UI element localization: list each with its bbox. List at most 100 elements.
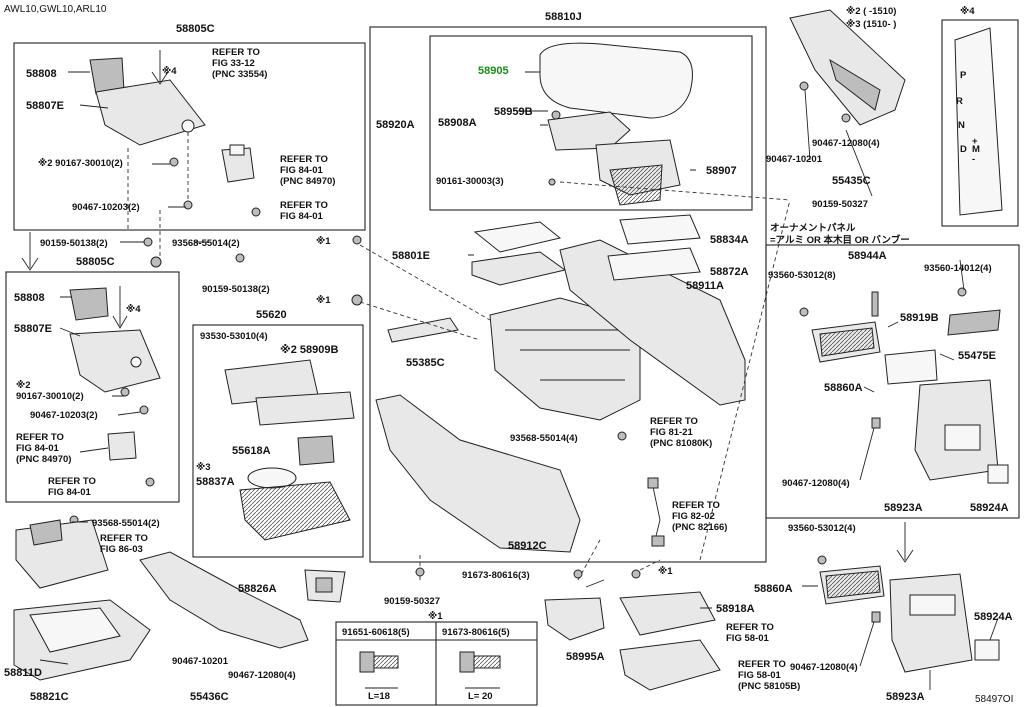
refer-82-02-l3[interactable]: (PNC 82166)	[672, 522, 727, 533]
label-55618A[interactable]: 55618A	[232, 445, 271, 457]
shift-letter-d: D	[960, 144, 967, 155]
label-90467-10203-upper[interactable]: 90467-10203(2)	[72, 202, 140, 213]
label-90167-lower[interactable]: 90167-30010(2)	[16, 391, 84, 402]
label-58860A-lower[interactable]: 58860A	[754, 583, 793, 595]
refer-58-01-pnc-l1[interactable]: REFER TO	[738, 659, 786, 670]
label-58920A[interactable]: 58920A	[376, 119, 415, 131]
label-58919B[interactable]: 58919B	[900, 312, 939, 324]
label-58826A[interactable]: 58826A	[238, 583, 277, 595]
label-58944A[interactable]: 58944A	[848, 250, 887, 262]
label-58909B[interactable]: ※2 58909B	[280, 344, 338, 356]
label-90161-30003[interactable]: 90161-30003(3)	[436, 176, 504, 187]
label-58912C[interactable]: 58912C	[508, 540, 547, 552]
label-90159-50138-a[interactable]: 90159-50138(2)	[40, 238, 108, 249]
label-90467-12080-b[interactable]: 90467-12080(4)	[812, 138, 880, 149]
refer-84-01-pnc-a-l3[interactable]: (PNC 84970)	[280, 176, 335, 187]
refer-81-21-l1[interactable]: REFER TO	[650, 416, 698, 427]
label-58805C-lower[interactable]: 58805C	[76, 256, 115, 268]
label-58995A[interactable]: 58995A	[566, 651, 605, 663]
label-55475E[interactable]: 55475E	[958, 350, 996, 362]
table-len-20: L= 20	[468, 691, 493, 702]
label-58924A-lower[interactable]: 58924A	[974, 611, 1013, 623]
label-58821C[interactable]: 58821C	[30, 691, 69, 703]
label-58918A[interactable]: 58918A	[716, 603, 755, 615]
refer-81-21-l3[interactable]: (PNC 81080K)	[650, 438, 712, 449]
refer-84-01-a-l1[interactable]: REFER TO	[280, 200, 328, 211]
label-93568-55014-4[interactable]: 93568-55014(4)	[510, 433, 578, 444]
refer-84-01-pnc-a-l2[interactable]: FIG 84-01	[280, 165, 323, 176]
part-console-body	[489, 297, 641, 421]
label-58808-upper[interactable]: 58808	[26, 68, 57, 80]
refer-86-03-l1[interactable]: REFER TO	[100, 533, 148, 544]
label-90159-50327-b[interactable]: 90159-50327	[384, 596, 440, 607]
label-58908A[interactable]: 58908A	[438, 117, 477, 129]
refer-84-01-pnc-b-l3[interactable]: (PNC 84970)	[16, 454, 71, 465]
label-58905-highlight[interactable]: 58905	[478, 65, 509, 77]
label-90159-50138-b[interactable]: 90159-50138(2)	[202, 284, 270, 295]
label-90467-10201-b[interactable]: 90467-10201	[766, 154, 823, 165]
table-col-91673[interactable]: 91673-80616(5)	[442, 627, 510, 638]
label-58924A-upper[interactable]: 58924A	[970, 502, 1009, 514]
label-90159-50327-a[interactable]: 90159-50327	[812, 199, 868, 210]
label-58923A-lower[interactable]: 58923A	[886, 691, 925, 703]
refer-81-21-l2[interactable]: FIG 81-21	[650, 427, 693, 438]
refer-58-01-l2[interactable]: FIG 58-01	[726, 633, 769, 644]
label-58837A[interactable]: 58837A	[196, 476, 235, 488]
refer-58-01-pnc-l3[interactable]: (PNC 58105B)	[738, 681, 800, 692]
refer-84-01-a-l2[interactable]: FIG 84-01	[280, 211, 323, 222]
label-58959B[interactable]: 58959B	[494, 106, 533, 118]
ornament-material-jp: =アルミ OR 本木目 OR バンブー	[770, 234, 910, 246]
label-90467-12080-c[interactable]: 90467-12080(4)	[782, 478, 850, 489]
label-55435C[interactable]: 55435C	[832, 175, 871, 187]
label-58808-lower[interactable]: 58808	[14, 292, 45, 304]
label-90467-10203-lower[interactable]: 90467-10203(2)	[30, 410, 98, 421]
refer-84-01-b-l2[interactable]: FIG 84-01	[48, 487, 91, 498]
part-58924A-upper	[987, 464, 1009, 484]
refer-84-01-pnc-a-l1[interactable]: REFER TO	[280, 154, 328, 165]
label-55385C[interactable]: 55385C	[406, 357, 445, 369]
label-58907[interactable]: 58907	[706, 165, 737, 177]
label-58811D[interactable]: 58811D	[4, 667, 42, 679]
shift-bezel-lower	[69, 329, 161, 393]
label-55620[interactable]: 55620	[256, 309, 287, 321]
label-90167-upper[interactable]: ※2 90167-30010(2)	[38, 158, 123, 169]
refer-82-02-l2[interactable]: FIG 82-02	[672, 511, 715, 522]
label-93560-53012-8[interactable]: 93560-53012(8)	[768, 270, 836, 281]
label-55436C[interactable]: 55436C	[190, 691, 229, 703]
refer-33-12-l1[interactable]: REFER TO	[212, 47, 260, 58]
label-58834A[interactable]: 58834A	[710, 234, 749, 246]
note-star1-b: ※1	[316, 295, 331, 306]
label-58860A-upper[interactable]: 58860A	[824, 382, 863, 394]
label-90467-12080-d[interactable]: 90467-12080(4)	[790, 662, 858, 673]
refer-82-02-l1[interactable]: REFER TO	[672, 500, 720, 511]
label-58911A[interactable]: 58911A	[686, 280, 724, 292]
label-93530-53010[interactable]: 93530-53010(4)	[200, 331, 268, 342]
bolt-91651-icon	[359, 651, 375, 673]
refer-33-12-l2[interactable]: FIG 33-12	[212, 58, 255, 69]
label-58923A-upper[interactable]: 58923A	[884, 502, 923, 514]
label-93568-lower[interactable]: 93568-55014(2)	[92, 518, 160, 529]
label-58872A[interactable]: 58872A	[710, 266, 749, 278]
refer-86-03-l2[interactable]: FIG 86-03	[100, 544, 143, 555]
label-58810J[interactable]: 58810J	[545, 11, 582, 23]
label-58801E[interactable]: 58801E	[392, 250, 430, 262]
label-91673-80616-3[interactable]: 91673-80616(3)	[462, 570, 530, 581]
table-col-91651[interactable]: 91651-60618(5)	[342, 627, 410, 638]
refer-84-01-pnc-b-l1[interactable]: REFER TO	[16, 432, 64, 443]
label-58807E-lower[interactable]: 58807E	[14, 323, 52, 335]
label-93568-upper[interactable]: 93568-55014(2)	[172, 238, 240, 249]
label-58807E-upper[interactable]: 58807E	[26, 100, 64, 112]
label-93560-14012[interactable]: 93560-14012(4)	[924, 263, 992, 274]
refer-84-01-pnc-b-l2[interactable]: FIG 84-01	[16, 443, 59, 454]
part-58801E-lid	[473, 221, 562, 253]
label-58805C-upper[interactable]: 58805C	[176, 23, 215, 35]
label-90467-10201-a[interactable]: 90467-10201	[172, 656, 229, 667]
refer-58-01-pnc-l2[interactable]: FIG 58-01	[738, 670, 781, 681]
label-93560-53012-4[interactable]: 93560-53012(4)	[788, 523, 856, 534]
label-90467-12080-a[interactable]: 90467-12080(4)	[228, 670, 296, 681]
refer-84-01-b-l1[interactable]: REFER TO	[48, 476, 96, 487]
refer-33-12-l3[interactable]: (PNC 33554)	[212, 69, 267, 80]
part-58837A	[239, 481, 351, 541]
shift-letter-minus: -	[972, 154, 975, 165]
refer-58-01-l1[interactable]: REFER TO	[726, 622, 774, 633]
